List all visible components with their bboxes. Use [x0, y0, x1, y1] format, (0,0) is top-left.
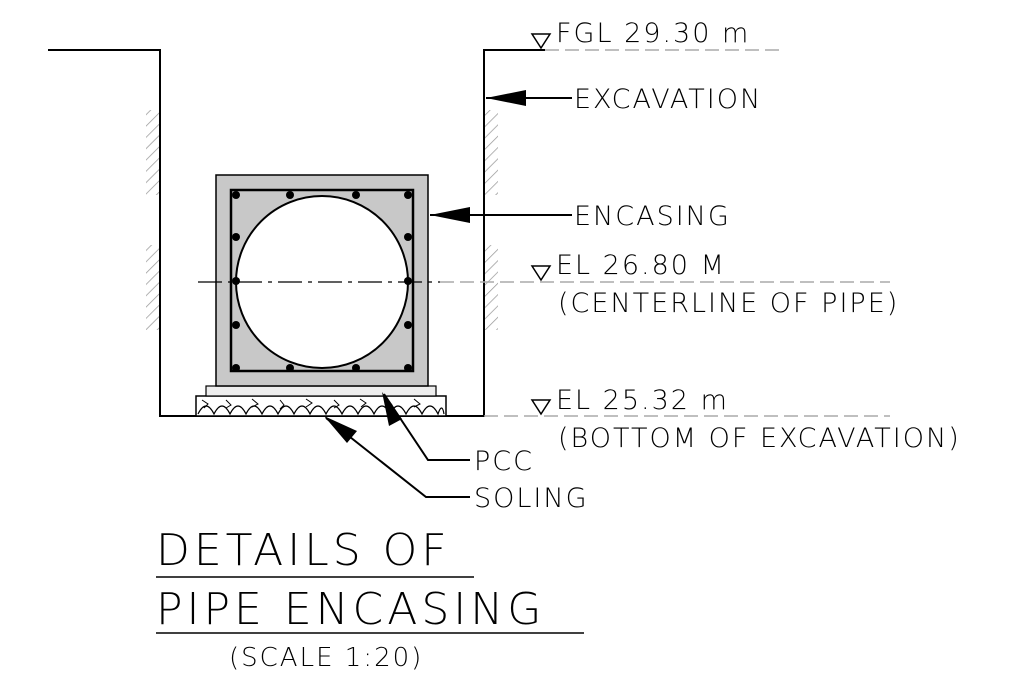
centerline-el-label: EL 26.80 M — [556, 250, 726, 281]
bottom-el-label: EL 25.32 m — [556, 385, 729, 416]
soling-label: SOLING — [474, 483, 589, 514]
title-line-1: DETAILS OF — [156, 525, 451, 576]
level-triangle-icon — [530, 33, 552, 50]
soil-hatch — [146, 110, 498, 330]
scale-label: (SCALE 1:20) — [229, 643, 423, 673]
level-triangle-icon — [530, 399, 552, 416]
soling-leader — [324, 416, 470, 498]
title-line-2: PIPE ENCASING — [156, 584, 545, 635]
centerline-note-label: (CENTERLINE OF PIPE) — [558, 288, 899, 319]
pcc-label: PCC — [474, 446, 534, 477]
level-triangle-icon — [530, 265, 552, 282]
bottom-note-label: (BOTTOM OF EXCAVATION) — [558, 423, 961, 454]
reinforcement-cage — [229, 188, 415, 373]
pcc-layer — [205, 385, 437, 397]
soling-layer — [195, 395, 447, 417]
pcc-leader — [382, 392, 470, 461]
encasing-label: ENCASING — [574, 201, 731, 232]
encasing-leader — [430, 207, 572, 223]
excavation-label: EXCAVATION — [574, 84, 762, 115]
fgl-label: FGL 29.30 m — [556, 18, 750, 49]
rebars — [232, 191, 412, 372]
excavation-leader — [486, 90, 572, 106]
